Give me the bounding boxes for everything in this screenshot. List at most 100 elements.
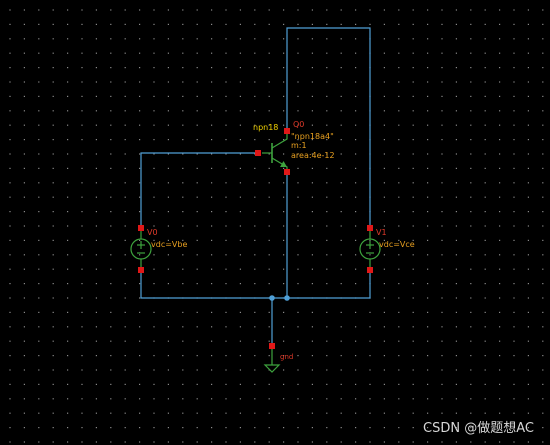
- ground-symbol[interactable]: gnd: [263, 343, 293, 373]
- grid-dot: [340, 23, 342, 25]
- grid-dot: [67, 95, 69, 97]
- grid-dot: [95, 153, 97, 155]
- grid-dot: [268, 225, 270, 227]
- grid-dot: [513, 196, 515, 198]
- grid-dot: [110, 23, 112, 25]
- grid-dot: [513, 427, 515, 429]
- grid-dot: [311, 369, 313, 371]
- grid-dot: [398, 95, 400, 97]
- grid-dot: [211, 383, 213, 385]
- grid-dot: [513, 369, 515, 371]
- grid-dot: [196, 153, 198, 155]
- grid-dot: [398, 326, 400, 328]
- dc-source-v1[interactable]: V1 vdc=Vce: [359, 225, 415, 273]
- grid-dot: [283, 311, 285, 313]
- grid-dot: [499, 311, 501, 313]
- grid-dot: [196, 225, 198, 227]
- grid-dot: [268, 283, 270, 285]
- grid-dot: [110, 239, 112, 241]
- pin-negative[interactable]: [367, 267, 373, 273]
- grid-dot: [513, 254, 515, 256]
- grid-dot: [513, 225, 515, 227]
- grid-dot: [9, 110, 11, 112]
- grid-dot: [9, 268, 11, 270]
- grid-dot: [311, 412, 313, 414]
- grid-dot: [355, 67, 357, 69]
- grid-dot: [311, 23, 313, 25]
- grid-dot: [527, 211, 529, 213]
- grid-dot: [542, 355, 544, 357]
- grid-dot: [484, 124, 486, 126]
- grid-dot: [326, 9, 328, 11]
- grid-dot: [513, 23, 515, 25]
- grid-dot: [153, 441, 155, 443]
- grid-dot: [9, 355, 11, 357]
- grid-dot: [196, 211, 198, 213]
- npn-transistor-q0[interactable]: npn18 Q0 "npn18a4" m:1 area:4e-12: [253, 120, 335, 175]
- grid-dot: [412, 254, 414, 256]
- grid-dot: [412, 268, 414, 270]
- grid-dot: [527, 67, 529, 69]
- grid-dot: [23, 139, 25, 141]
- grid-dot: [527, 297, 529, 299]
- grid-dot: [254, 311, 256, 313]
- pin-collector[interactable]: [284, 128, 290, 134]
- grid-dot: [139, 67, 141, 69]
- grid-dot: [239, 383, 241, 385]
- grid-dot: [196, 268, 198, 270]
- grid-dot: [283, 355, 285, 357]
- wire-collector-to-vce[interactable]: [286, 27, 371, 228]
- grid-dot: [182, 398, 184, 400]
- pin-base[interactable]: [255, 150, 261, 156]
- grid-dot: [95, 139, 97, 141]
- dc-source-v0[interactable]: V0 vdc=Vbe: [130, 225, 187, 273]
- grid-dot: [355, 268, 357, 270]
- grid-dot: [67, 398, 69, 400]
- grid-dot: [153, 38, 155, 40]
- grid-dot: [542, 38, 544, 40]
- grid-dot: [38, 283, 40, 285]
- pin-ground[interactable]: [269, 343, 275, 349]
- grid-dot: [527, 9, 529, 11]
- pin-positive[interactable]: [138, 225, 144, 231]
- grid-dot: [441, 311, 443, 313]
- grid-dot: [340, 95, 342, 97]
- grid-dot: [211, 355, 213, 357]
- wire-return-bus[interactable]: [140, 270, 371, 299]
- grid-dot: [167, 182, 169, 184]
- grid-dot: [110, 398, 112, 400]
- grid-dot: [182, 38, 184, 40]
- pin-negative[interactable]: [138, 267, 144, 273]
- grid-dot: [484, 167, 486, 169]
- grid-dot: [427, 52, 429, 54]
- grid-dot: [110, 326, 112, 328]
- pin-positive[interactable]: [367, 225, 373, 231]
- grid-dot: [182, 340, 184, 342]
- grid-dot: [38, 182, 40, 184]
- grid-dot: [167, 441, 169, 443]
- grid-dot: [124, 95, 126, 97]
- grid-dot: [297, 427, 299, 429]
- wires[interactable]: [140, 27, 371, 346]
- grid-dot: [484, 283, 486, 285]
- grid-dot: [283, 268, 285, 270]
- grid-dot: [355, 283, 357, 285]
- grid-dot: [427, 124, 429, 126]
- grid-dot: [513, 52, 515, 54]
- grid-dot: [67, 211, 69, 213]
- wire-base-to-vbe[interactable]: [140, 152, 258, 228]
- grid-dot: [484, 110, 486, 112]
- grid-dot: [455, 398, 457, 400]
- grid-dot: [398, 441, 400, 443]
- grid-dot: [52, 355, 54, 357]
- grid-dot: [167, 311, 169, 313]
- grid-dot: [239, 239, 241, 241]
- grid-dot: [542, 196, 544, 198]
- grid-dot: [527, 81, 529, 83]
- grid-dot: [427, 412, 429, 414]
- grid-dot: [95, 254, 97, 256]
- pin-emitter[interactable]: [284, 169, 290, 175]
- grid-dot: [139, 311, 141, 313]
- grid-dot: [211, 340, 213, 342]
